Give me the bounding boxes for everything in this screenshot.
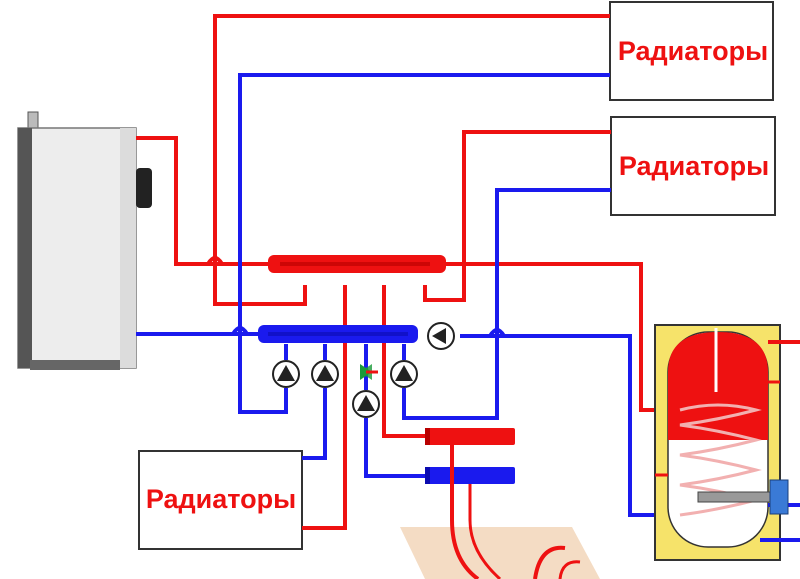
- radiator-label: Радиаторы: [618, 36, 768, 66]
- pump-4: [352, 390, 380, 418]
- supply-pipes: [136, 14, 668, 530]
- pump-main: [427, 322, 455, 350]
- radiator-label: Радиаторы: [146, 484, 296, 514]
- floor-heating: [400, 445, 600, 579]
- boiler: [17, 111, 152, 370]
- radiator-middle: Радиаторы: [610, 116, 776, 216]
- supply-header: [268, 255, 446, 273]
- water-tank: [654, 324, 800, 561]
- pump-1: [272, 360, 300, 388]
- floor-return-manifold: [425, 467, 515, 484]
- pipe-crossovers: [206, 256, 506, 338]
- return-header: [258, 325, 418, 343]
- pump-2: [311, 360, 339, 388]
- radiator-top: Радиаторы: [609, 1, 774, 101]
- radiator-bottom: Радиаторы: [138, 450, 303, 550]
- mixing-valve: [360, 364, 378, 380]
- radiator-label: Радиаторы: [619, 151, 769, 181]
- tank-heating-element: [697, 479, 789, 515]
- pump-3: [390, 360, 418, 388]
- floor-supply-manifold: [425, 428, 515, 445]
- return-pipes: [136, 73, 668, 517]
